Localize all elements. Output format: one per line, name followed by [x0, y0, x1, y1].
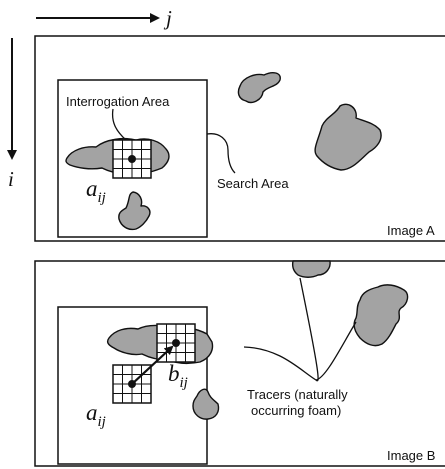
- tracer-blob: [118, 191, 151, 231]
- image-a-frame: [34, 35, 445, 242]
- interrogation-area-a: [112, 139, 152, 179]
- axes: j i: [7, 6, 172, 191]
- tracers-label-line2: occurring foam): [251, 403, 341, 418]
- image-a-label: Image A: [387, 223, 435, 238]
- tracer-blob: [237, 72, 281, 104]
- search-area-leader-line: [206, 133, 236, 174]
- image-b-frame: [34, 260, 445, 467]
- interrogation-leader-line: [111, 108, 127, 141]
- j-axis-label: j: [163, 6, 172, 30]
- image-b-label: Image B: [387, 448, 435, 463]
- tracer-blob: [291, 260, 331, 278]
- tracer-leader-line: [243, 277, 319, 382]
- centroid-dot: [172, 339, 180, 347]
- tracer-blob: [353, 284, 409, 347]
- displacement-arrow: [131, 345, 174, 385]
- tracer-blob: [192, 388, 220, 420]
- a-ij-symbol: aij: [86, 400, 106, 430]
- search-area-b: [57, 306, 208, 465]
- image-b-panel: bij aij Tracers (naturally occurring foa…: [34, 260, 445, 467]
- search-area-label: Search Area: [217, 176, 289, 191]
- image-a-panel: Interrogation Area Search Area aij Image…: [34, 35, 445, 242]
- centroid-dot: [128, 155, 136, 163]
- search-area-a: [57, 79, 208, 238]
- b-ij-symbol: bij: [168, 361, 188, 391]
- tracer-leader-line: [315, 321, 357, 381]
- a-ij-symbol: aij: [86, 176, 106, 206]
- tracer-blob: [314, 103, 382, 171]
- i-axis-label: i: [8, 167, 14, 191]
- interrogation-area-label: Interrogation Area: [66, 94, 170, 109]
- tracers-label-line1: Tracers (naturally: [247, 387, 348, 402]
